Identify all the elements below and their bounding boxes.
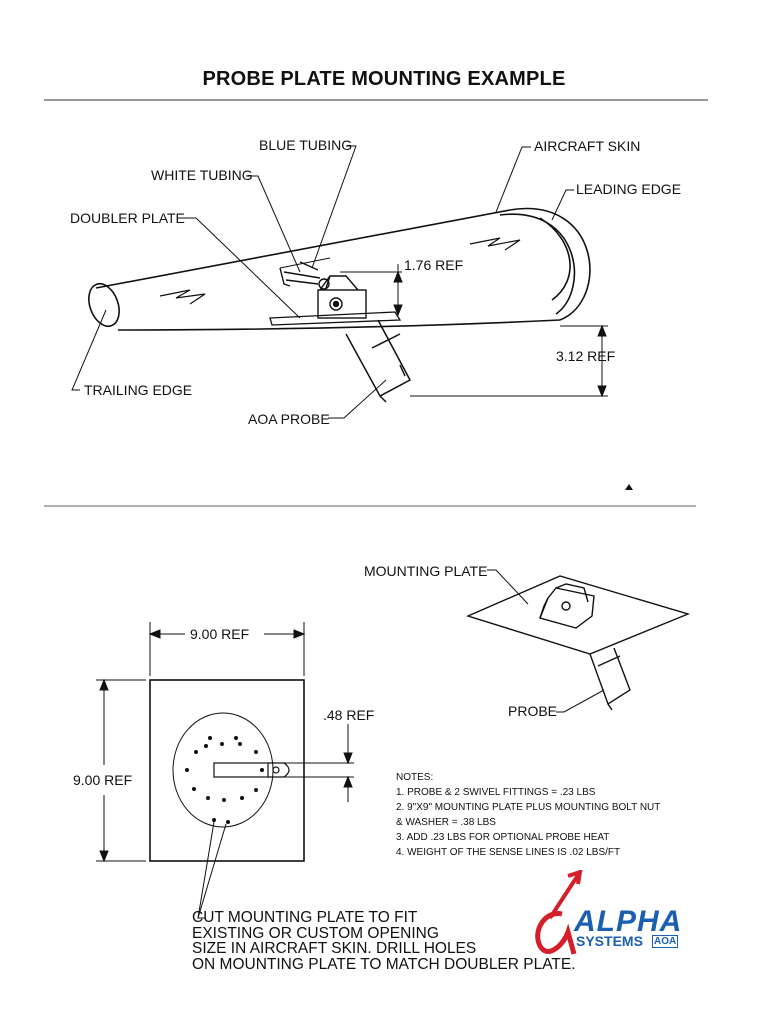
label-leading-edge: LEADING EDGE — [576, 181, 682, 197]
page-title: PROBE PLATE MOUNTING EXAMPLE — [202, 68, 566, 90]
probe-slot — [213, 762, 290, 778]
dim-0-48 — [284, 724, 354, 802]
dim-label-3-12: 3.12 REF — [556, 348, 616, 364]
plate-outline — [149, 679, 305, 862]
label-probe: PROBE — [508, 703, 558, 719]
leader-lines-bottom — [487, 569, 605, 713]
leader-lines-cut — [197, 821, 227, 919]
label-aircraft-skin: AIRCRAFT SKIN — [534, 138, 641, 154]
cut-instruction-line: CUT MOUNTING PLATE TO FIT — [192, 909, 418, 926]
label-white-tubing: WHITE TUBING — [151, 167, 253, 183]
alpha-symbol-icon — [535, 870, 583, 955]
dim-9-00-horizontal — [148, 622, 306, 676]
cut-instruction-line: ON MOUNTING PLATE TO MATCH DOUBLER PLATE… — [192, 955, 576, 973]
dim-3-12 — [410, 324, 608, 398]
probe-bracket-assembly — [279, 261, 367, 319]
marker-triangle — [625, 484, 633, 490]
dim-label-width: 9.00 REF — [190, 626, 250, 642]
dim-label-1-76: 1.76 REF — [404, 257, 464, 273]
note-item: & WASHER = .38 LBS — [396, 817, 496, 828]
dim-label-slot: .48 REF — [323, 707, 375, 723]
iso-mounting-plate — [465, 575, 691, 711]
doubler-hole-pattern — [172, 712, 274, 828]
note-item: 4. WEIGHT OF THE SENSE LINES IS .02 LBS/… — [396, 847, 621, 858]
logo-systems-text: SYSTEMS — [576, 933, 643, 949]
wing-section — [88, 207, 591, 331]
note-item: 3. ADD .23 LBS FOR OPTIONAL PROBE HEAT — [396, 832, 610, 843]
logo-aoa-badge: AOA — [652, 935, 679, 948]
leader-lines-top — [71, 145, 574, 419]
aoa-probe-shape — [345, 319, 412, 403]
label-doubler-plate: DOUBLER PLATE — [70, 210, 185, 226]
label-aoa-probe: AOA PROBE — [248, 411, 330, 427]
label-trailing-edge: TRAILING EDGE — [84, 382, 193, 398]
label-blue-tubing: BLUE TUBING — [259, 137, 353, 153]
notes-heading: NOTES: — [396, 772, 434, 783]
note-item: 1. PROBE & 2 SWIVEL FITTINGS = .23 LBS — [396, 787, 596, 798]
cut-instruction: CUT MOUNTING PLATE TO FIT EXISTING OR CU… — [192, 910, 576, 972]
note-item: 2. 9"X9" MOUNTING PLATE PLUS MOUNTING BO… — [396, 802, 661, 813]
dim-1-76 — [340, 264, 403, 317]
doubler-plate-shape — [269, 311, 402, 326]
cut-instruction-line: SIZE IN AIRCRAFT SKIN. DRILL HOLES — [192, 940, 477, 957]
logo-alpha-text: ALPHA — [574, 905, 683, 938]
label-mounting-plate: MOUNTING PLATE — [364, 563, 488, 579]
cut-instruction-line: EXISTING OR CUSTOM OPENING — [192, 924, 439, 942]
dim-9-00-vertical — [96, 678, 146, 863]
notes-block: NOTES: 1. PROBE & 2 SWIVEL FITTINGS = .2… — [396, 770, 660, 860]
dim-label-height: 9.00 REF — [73, 772, 133, 788]
